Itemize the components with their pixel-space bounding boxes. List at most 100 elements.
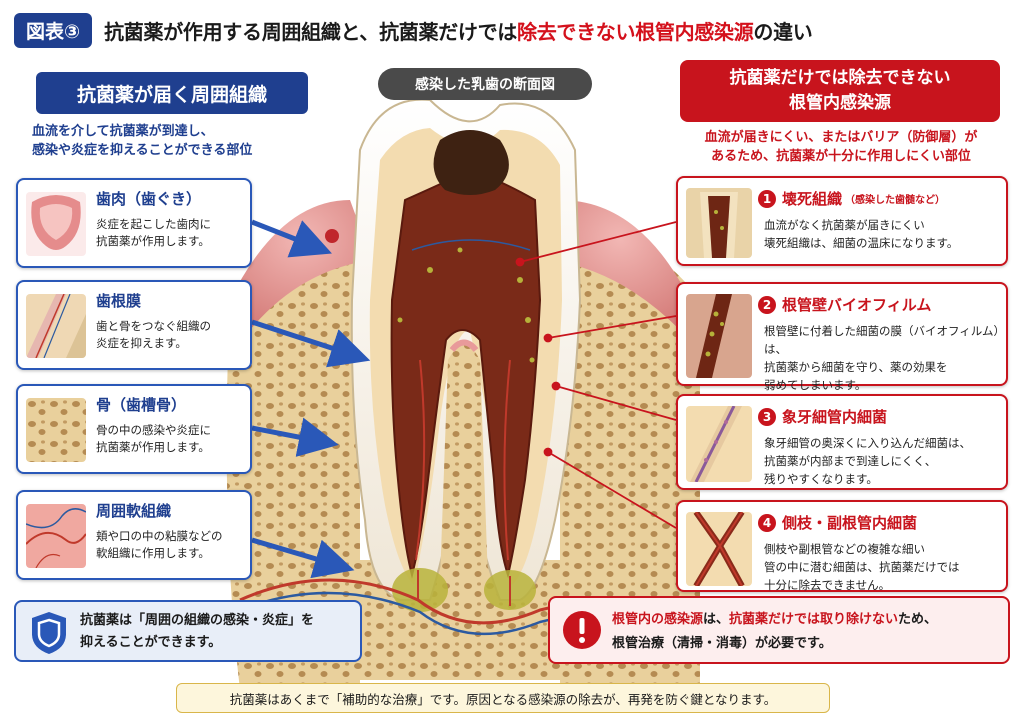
right-title-line2: 根管内感染源 [789,93,891,113]
right-subtitle-line1: 血流が届きにくい、またはバリア（防御層）が [704,130,978,145]
biofilm-thumbnail [686,294,752,378]
footer-note: 抗菌薬はあくまで「補助的な治療」です。原因となる感染源の除去が、再発を防ぐ鍵とな… [176,683,830,713]
soft-tissue-thumbnail [26,504,86,568]
card-accessory-canal-title-text: 側枝・副根管内細菌 [782,514,918,532]
card-accessory-canal-desc-line3: 十分に除去できません。 [764,578,891,592]
right-section-title: 抗菌薬だけでは除去できない 根管内感染源 [680,60,1000,122]
card-dentinal-tubule-desc-line1: 象牙細管の奥深くに入り込んだ細菌は、 [764,436,971,450]
right-section-subtitle: 血流が届きにくい、またはバリア（防御層）が あるため、抗菌薬が十分に作用しにくい… [668,128,1014,166]
card-periodontal-ligament-title: 歯根膜 [96,292,142,310]
bottom-left-text: 抗菌薬は「周囲の組織の感染・炎症」を抑えることができます。 [80,610,360,654]
badge-1: 1 [758,189,776,208]
card-necrotic-tissue-title: 1 壊死組織（感染した歯髄など） [758,188,945,209]
card-necrotic-tissue-desc-line2: 壊死組織は、細菌の温床になります。 [764,236,959,250]
card-alveolar-bone-desc-line2: 抗菌薬が作用します。 [96,440,210,454]
card-biofilm-desc-line3: 弱めてしまいます。 [764,378,867,392]
bottom-right-end1: ため、 [898,612,938,627]
bottom-right-hl2: 抗菌薬だけでは取り除けない [729,612,899,627]
title-highlight: 除去できない根管内感染源 [517,19,754,44]
card-accessory-canal-desc-line1: 側枝や副根管などの複雑な細い [764,542,925,556]
arrow-gum [251,219,332,258]
card-alveolar-bone-desc-line1: 骨の中の感染や炎症に [96,423,211,437]
card-biofilm-title-text: 根管壁バイオフィルム [782,296,932,314]
red-leader-lines [515,221,677,529]
card-dentinal-tubule-desc-line3: 残りやすくなります。 [764,472,878,486]
biofilm-dots [397,247,535,363]
left-section-subtitle: 血流を介して抗菌薬が到達し、 感染や炎症を抑えることができる部位 [32,122,332,160]
card-alveolar-bone-desc: 骨の中の感染や炎症に抗菌薬が作用します。 [96,422,250,456]
card-alveolar-bone: 骨（歯槽骨） 骨の中の感染や炎症に抗菌薬が作用します。 [16,384,252,474]
card-accessory-canal-title: 4 側枝・副根管内細菌 [758,512,917,533]
card-gum-desc: 炎症を起こした歯肉に抗菌薬が作用します。 [96,216,250,250]
arrow-soft-tissue [251,537,355,579]
card-periodontal-ligament-desc: 歯と骨をつなぐ組織の炎症を抑えます。 [96,318,250,352]
title-part1: 抗菌薬が作用する周囲組織と、抗菌薬だけでは [104,19,517,44]
badge-3: 3 [758,407,776,426]
arrow-alveolar-bone [251,417,339,457]
card-soft-tissue-desc-line2: 軟組織に作用します。 [96,546,210,560]
card-accessory-canal: 4 側枝・副根管内細菌 側枝や副根管などの複雑な細い管の中に潜む細菌は、抗菌薬だけ… [676,500,1008,592]
card-biofilm-desc-line1: 根管壁に付着した細菌の膜（バイオフィルム）は、 [764,324,1006,356]
card-accessory-canal-desc-line2: 管の中に潜む細菌は、抗菌薬だけでは [764,560,960,574]
card-gum-title: 歯肉（歯ぐき） [96,190,202,208]
title-part3: の違い [753,19,813,44]
card-necrotic-tissue-desc: 血流がなく抗菌薬が届きにくい壊死組織は、細菌の温床になります。 [764,216,1006,252]
card-necrotic-tissue-desc-line1: 血流がなく抗菌薬が届きにくい [764,218,925,232]
card-biofilm-desc-line2: 抗菌薬から細菌を守り、薬の効果を [764,360,948,374]
bottom-right-hl1: 根管内の感染源 [612,612,704,627]
bottom-right-mid1: は、 [703,612,730,627]
apical-lesion-left [392,568,448,612]
interradicular-bone [440,345,488,580]
bottom-right-line2: 根管治療（清掃・消毒）が必要です。 [612,636,832,651]
gum-thumbnail [26,192,86,256]
card-soft-tissue-title: 周囲軟組織 [96,502,172,520]
bottom-right-line1: 根管内の感染源は、抗菌薬だけでは取り除けないため、 [612,608,1008,632]
left-subtitle-line1: 血流を介して抗菌薬が到達し、 [32,124,214,139]
cross-section-label: 感染した乳歯の断面図 [378,68,592,100]
bottom-left-line1: 抗菌薬は「周囲の組織の感染・炎症」を [80,613,315,628]
card-dentinal-tubule-desc: 象牙細管の奥深くに入り込んだ細菌は、抗菌薬が内部まで到達しにくく、残りやすくなり… [764,434,1006,488]
card-accessory-canal-desc: 側枝や副根管などの複雑な細い管の中に潜む細菌は、抗菌薬だけでは十分に除去できませ… [764,540,1006,594]
card-alveolar-bone-title: 骨（歯槽骨） [96,396,187,414]
alveolar-bone-right [560,236,700,690]
card-necrotic-tissue-note: （感染した歯髄など） [845,195,946,206]
shield-icon [32,612,66,654]
card-biofilm-desc: 根管壁に付着した細菌の膜（バイオフィルム）は、抗菌薬から細菌を守り、薬の効果を弱… [764,322,1006,394]
left-subtitle-line2: 感染や炎症を抑えることができる部位 [32,143,253,158]
exclamation-icon [563,611,601,649]
badge-4: 4 [758,513,776,532]
card-periodontal-ligament-desc-line1: 歯と骨をつなぐ組織の [96,319,211,333]
necrotic-tissue-thumbnail [686,188,752,258]
card-soft-tissue-desc-line1: 頬や口の中の粘膜などの [96,529,223,543]
card-periodontal-ligament-desc-line2: 炎症を抑えます。 [96,336,187,350]
card-soft-tissue: 周囲軟組織 頬や口の中の粘膜などの軟組織に作用します。 [16,490,252,580]
page-title: 抗菌薬が作用する周囲組織と、抗菌薬だけでは除去できない根管内感染源の違い [104,16,813,45]
arrow-periodontal-ligament [251,319,371,368]
accessory-canal-thumbnail [686,512,752,586]
bottom-right-callout: 根管内の感染源は、抗菌薬だけでは取り除けないため、 根管治療（清掃・消毒）が必要… [548,596,1010,664]
bottom-right-text: 根管内の感染源は、抗菌薬だけでは取り除けないため、 根管治療（清掃・消毒）が必要… [612,608,1008,656]
page-header: 図表③ 抗菌薬が作用する周囲組織と、抗菌薬だけでは除去できない根管内感染源の違い [14,8,1010,52]
right-subtitle-line2: あるため、抗菌薬が十分に作用しにくい部位 [711,149,971,164]
card-dentinal-tubule: 3 象牙細管内細菌 象牙細管の奥深くに入り込んだ細菌は、抗菌薬が内部まで到達しにく… [676,394,1008,490]
right-title-line1: 抗菌薬だけでは除去できない [729,68,951,88]
card-dentinal-tubule-title-text: 象牙細管内細菌 [782,408,888,426]
left-section-title: 抗菌薬が届く周囲組織 [36,72,308,114]
dentinal-tubule-thumbnail [686,406,752,482]
card-soft-tissue-desc: 頬や口の中の粘膜などの軟組織に作用します。 [96,528,250,562]
card-gum-desc-line1: 炎症を起こした歯肉に [96,217,211,231]
card-gum: 歯肉（歯ぐき） 炎症を起こした歯肉に抗菌薬が作用します。 [16,178,252,268]
card-necrotic-tissue: 1 壊死組織（感染した歯髄など） 血流がなく抗菌薬が届きにくい壊死組織は、細菌の温… [676,176,1008,266]
card-dentinal-tubule-title: 3 象牙細管内細菌 [758,406,887,427]
gum-tissue-right [550,200,690,330]
bottom-left-callout: 抗菌薬は「周囲の組織の感染・炎症」を抑えることができます。 [14,600,362,662]
card-gum-desc-line2: 抗菌薬が作用します。 [96,234,210,248]
alveolar-bone-thumbnail [26,398,86,462]
card-dentinal-tubule-desc-line2: 抗菌薬が内部まで到達しにくく、 [764,454,937,468]
periodontal-ligament-thumbnail [26,294,86,358]
figure-tag: 図表③ [14,12,93,48]
card-necrotic-tissue-title-text: 壊死組織 [782,190,843,208]
